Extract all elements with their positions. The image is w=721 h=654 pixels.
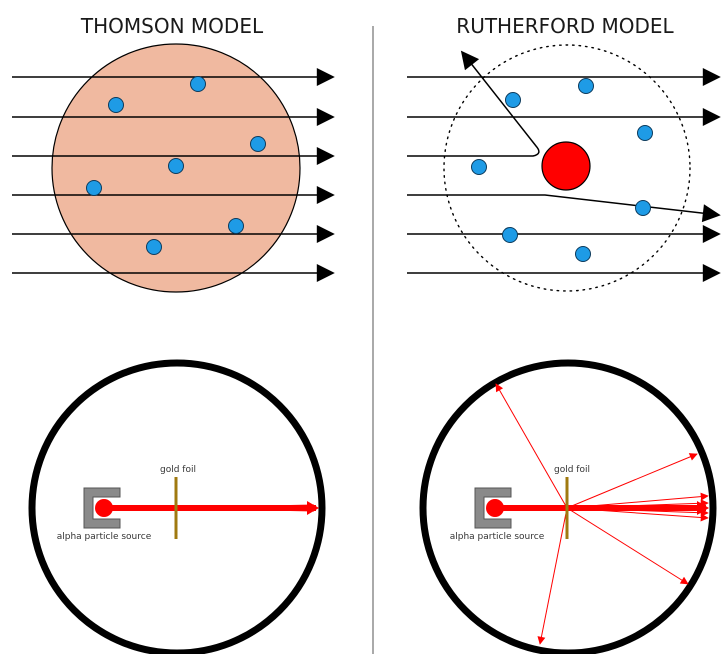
atom-boundary <box>443 44 691 292</box>
electron-icon <box>228 218 244 234</box>
scattered-rays <box>495 383 709 645</box>
beam-fan-down <box>175 507 315 512</box>
alpha-path-deflected <box>407 194 721 223</box>
scattered-ray <box>566 507 709 517</box>
gold-foil-label: gold foil <box>160 465 196 475</box>
thomson-alpha-paths <box>12 68 335 282</box>
thomson-title: THOMSON MODEL <box>80 14 264 38</box>
electron-icon <box>146 239 162 255</box>
electron-icon <box>575 246 591 262</box>
source-housing-icon <box>83 487 121 529</box>
rutherford-electrons <box>471 78 653 262</box>
source-label: alpha particle source <box>57 532 152 542</box>
electron-icon <box>250 136 266 152</box>
electron-icon <box>86 180 102 196</box>
alpha-source-icon <box>486 499 504 517</box>
scattered-ray <box>566 507 709 522</box>
alpha-source-icon <box>95 499 113 517</box>
scattered-ray <box>566 492 709 509</box>
alpha-path-backscatter <box>407 50 540 157</box>
beam-arrowhead <box>697 501 709 515</box>
source-housing-icon <box>474 487 512 529</box>
scattered-ray <box>537 507 568 645</box>
rutherford-alpha-paths <box>407 50 721 282</box>
electron-icon <box>578 78 594 94</box>
electron-icon <box>190 76 206 92</box>
beam-fan-up <box>175 504 315 509</box>
thomson-experiment: gold foil alpha particle source <box>28 359 326 654</box>
scattered-ray <box>495 383 568 509</box>
source-label: alpha particle source <box>450 532 545 542</box>
electron-icon <box>637 125 653 141</box>
scattered-ray <box>566 453 698 509</box>
rutherford-panel: RUTHERFORD MODEL <box>407 14 721 292</box>
electron-icon <box>168 158 184 174</box>
rutherford-experiment: gold foil alpha particle source <box>419 359 717 654</box>
electron-icon <box>502 227 518 243</box>
electron-icon <box>505 92 521 108</box>
gold-foil-label: gold foil <box>554 465 590 475</box>
thomson-panel: THOMSON MODEL <box>12 14 335 293</box>
electron-icon <box>635 200 651 216</box>
nucleus-icon <box>541 141 591 191</box>
thomson-electrons <box>86 76 266 255</box>
electron-icon <box>471 159 487 175</box>
electron-icon <box>108 97 124 113</box>
scattered-ray <box>566 507 689 585</box>
beam-arrowhead <box>307 501 319 515</box>
scattered-ray <box>566 499 709 509</box>
rutherford-title: RUTHERFORD MODEL <box>456 14 674 38</box>
